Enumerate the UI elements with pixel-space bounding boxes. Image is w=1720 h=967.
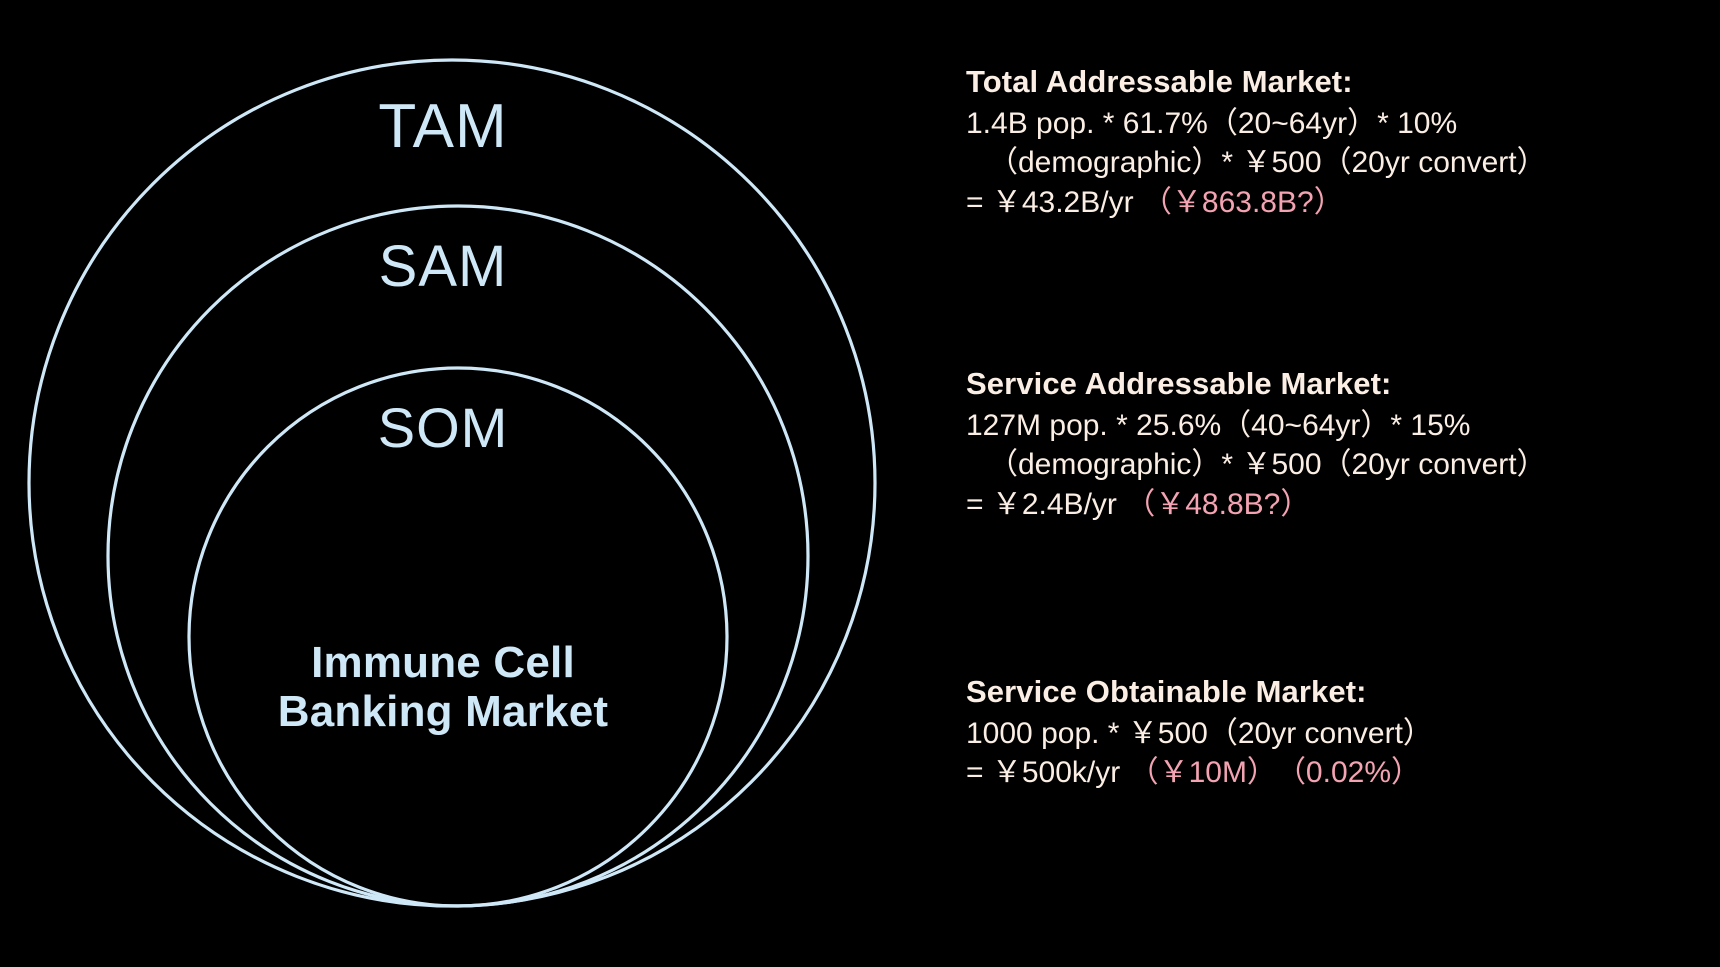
market-formula-line2-sam: （demographic）* ￥500（20yr convert） xyxy=(988,448,1547,482)
market-block-som: Service Obtainable Market: 1000 pop. * ￥… xyxy=(966,672,1720,793)
ring-label-sam: SAM xyxy=(378,234,508,299)
market-breakdown-panel: Total Addressable Market: 1.4B pop. * 61… xyxy=(966,0,1720,967)
market-result-value-sam: = ￥2.4B/yr xyxy=(966,487,1126,521)
market-title-tam: Total Addressable Market: xyxy=(966,64,1353,99)
market-result-note-tam: （￥863.8B?） xyxy=(1141,185,1344,219)
market-result-sam: = ￥2.4B/yr （￥48.8B?） xyxy=(966,485,1720,525)
market-result-tam: = ￥43.2B/yr （￥863.8B?） xyxy=(966,183,1720,223)
market-title-sam: Service Addressable Market: xyxy=(966,366,1392,401)
ring-label-tam: TAM xyxy=(378,92,508,161)
core-market-label-line1: Immune Cell xyxy=(311,638,575,687)
core-market-label-line2: Banking Market xyxy=(277,687,609,737)
nested-circles-svg xyxy=(27,58,877,908)
market-title-som: Service Obtainable Market: xyxy=(966,674,1367,709)
ring-label-som: SOM xyxy=(377,396,509,459)
market-result-som: = ￥500k/yr （￥10M） （0.02%） xyxy=(966,753,1720,793)
market-formula-line1-sam: 127M pop. * 25.6%（40~64yr）* 15% xyxy=(966,408,1471,442)
market-result-note-sam: （￥48.8B?） xyxy=(1125,487,1311,521)
sam-circle xyxy=(106,204,810,908)
market-block-sam: Service Addressable Market: 127M pop. * … xyxy=(966,364,1720,524)
market-result-value-som: = ￥500k/yr xyxy=(966,756,1129,790)
som-circle xyxy=(187,366,729,908)
market-result-note-som: （￥10M） xyxy=(1128,756,1277,790)
market-formula-line1-tam: 1.4B pop. * 61.7%（20~64yr）* 10% xyxy=(966,106,1458,140)
market-formula-line1-som: 1000 pop. * ￥500（20yr convert） xyxy=(966,716,1433,750)
tam-circle xyxy=(27,58,877,908)
core-market-label: Immune Cell Banking Market xyxy=(0,638,886,737)
market-block-tam: Total Addressable Market: 1.4B pop. * 61… xyxy=(966,62,1720,222)
market-result-value-tam: = ￥43.2B/yr xyxy=(966,185,1142,219)
tam-sam-som-diagram: TAM SAM SOM Immune Cell Banking Market xyxy=(0,58,886,908)
market-result-share-som: （0.02%） xyxy=(1290,756,1422,790)
market-formula-line2-tam: （demographic）* ￥500（20yr convert） xyxy=(988,146,1547,180)
